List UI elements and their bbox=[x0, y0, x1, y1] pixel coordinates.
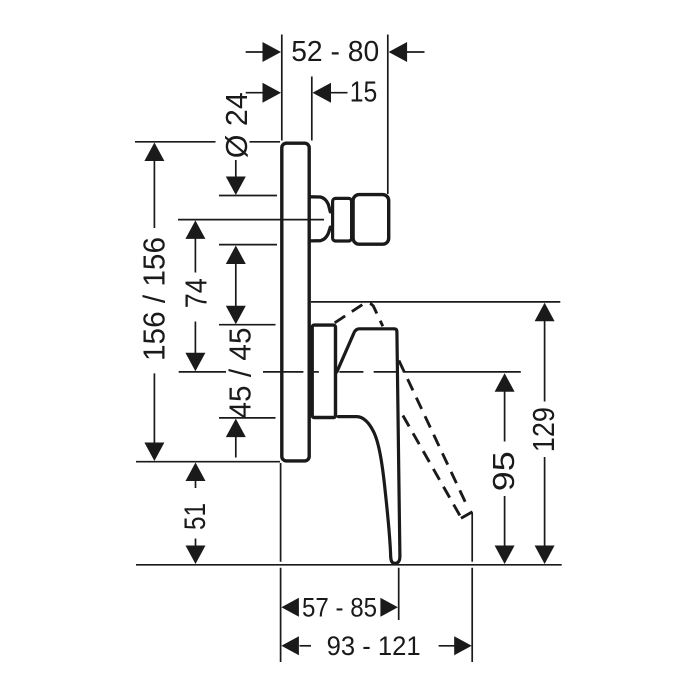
svg-text:45 / 45: 45 / 45 bbox=[223, 328, 258, 419]
svg-text:95: 95 bbox=[486, 451, 521, 491]
svg-text:129: 129 bbox=[526, 407, 561, 452]
svg-text:51: 51 bbox=[179, 503, 212, 530]
svg-text:52 - 80: 52 - 80 bbox=[291, 36, 379, 68]
svg-text:156 / 156: 156 / 156 bbox=[136, 237, 171, 361]
svg-text:93 - 121: 93 - 121 bbox=[327, 631, 421, 661]
svg-text:74: 74 bbox=[178, 278, 213, 308]
svg-text:57 - 85: 57 - 85 bbox=[302, 592, 377, 622]
svg-text:15: 15 bbox=[350, 77, 378, 109]
svg-text:Ø 24: Ø 24 bbox=[219, 92, 254, 158]
